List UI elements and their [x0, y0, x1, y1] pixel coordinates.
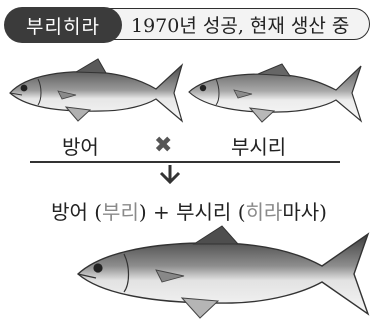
formula-part-3: 마사)	[282, 200, 327, 224]
formula-part-2: ) + 부시리 (	[138, 200, 246, 224]
header-caption: 1970년 성공, 현재 생산 중	[108, 8, 370, 40]
formula-part-1: 방어 (	[51, 200, 103, 224]
amberjack-fish-image	[188, 63, 363, 123]
formula-highlight-buri: 부리	[102, 200, 139, 224]
parent-label-yellowtail: 방어	[62, 135, 99, 159]
yellowtail-fish-image	[9, 58, 184, 123]
hybrid-fish-image	[76, 225, 370, 319]
header-caption-text: 1970년 성공, 현재 생산 중	[131, 14, 350, 37]
parent-label-amberjack: 부시리	[231, 135, 287, 159]
cross-icon: ✖	[154, 133, 173, 158]
down-arrow-icon	[159, 165, 181, 185]
hybrid-formula: 방어 (부리) + 부시리 (히라마사)	[0, 196, 378, 225]
formula-highlight-hira: 히라	[245, 200, 283, 224]
header-badge: 부리히라	[4, 7, 122, 43]
divider-line	[30, 161, 340, 163]
header-banner: 1970년 성공, 현재 생산 중 부리히라	[4, 7, 372, 43]
